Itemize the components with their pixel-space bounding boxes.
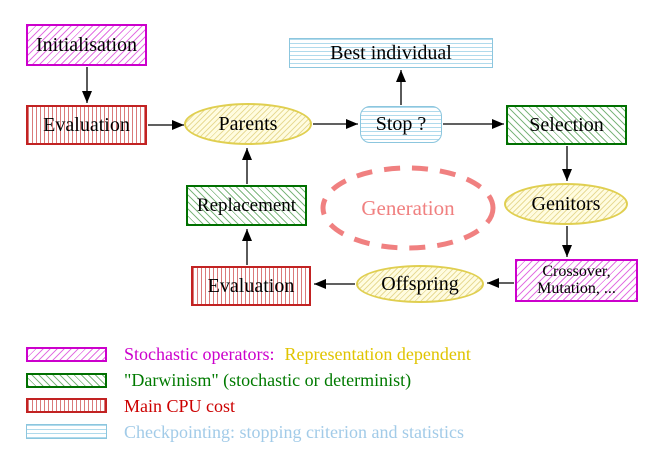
legend-row-stochastic: Stochastic operators: Representation depe… <box>124 344 471 365</box>
node-selection: Selection <box>506 105 627 145</box>
node-parents: Parents <box>184 103 312 145</box>
mutation-line: Mutation, ... <box>537 279 616 297</box>
crossover-line: Crossover, <box>542 262 611 280</box>
legend-row-darwinism: "Darwinism" (stochastic or determinist) <box>124 370 412 390</box>
legend-row-cpu: Main CPU cost <box>124 396 236 416</box>
legend-label-representation: Representation dependent <box>284 344 471 364</box>
legend-swatch-stochastic <box>26 347 107 362</box>
node-evaluation-top: Evaluation <box>26 105 147 145</box>
legend-row-checkpoint: Checkpointing: stopping criterion and st… <box>124 422 464 442</box>
generation-label: Generation <box>361 196 455 220</box>
node-genitors: Genitors <box>504 183 628 225</box>
node-stop: Stop ? <box>360 106 442 143</box>
node-best-individual: Best individual <box>289 38 493 68</box>
node-replacement: Replacement <box>186 185 307 226</box>
legend-swatch-cpu <box>26 398 107 413</box>
node-crossover-mutation: Crossover, Mutation, ... <box>515 259 638 302</box>
legend-swatch-checkpoint <box>26 424 107 439</box>
node-initialisation: Initialisation <box>26 24 147 66</box>
node-offspring: Offspring <box>356 265 484 303</box>
node-evaluation-bottom: Evaluation <box>191 266 311 306</box>
legend-swatch-darwinism <box>26 373 107 388</box>
legend-label-stochastic: Stochastic operators: <box>124 344 275 364</box>
